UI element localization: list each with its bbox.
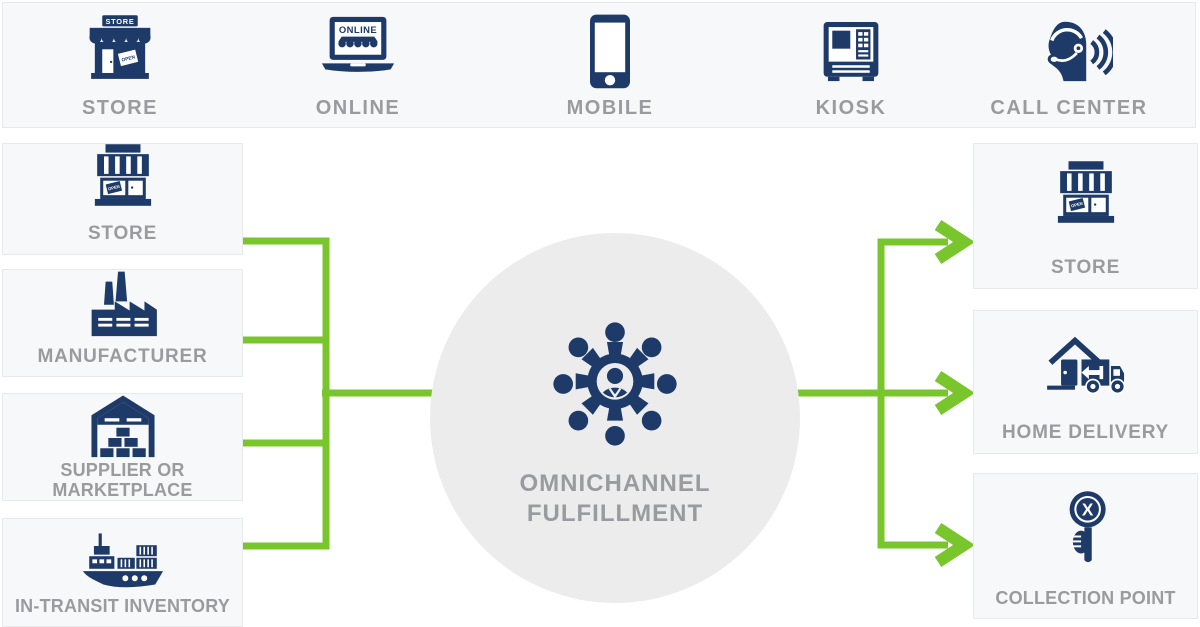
svg-text:OPEN: OPEN bbox=[107, 184, 120, 192]
channel-label: ONLINE bbox=[315, 97, 401, 119]
source-panel-store: OPEN STORE bbox=[2, 143, 243, 255]
source-label: SUPPLIER OR MARKETPLACE bbox=[52, 460, 193, 501]
channel-label: MOBILE bbox=[566, 97, 654, 119]
source-panel-intransit-inventory: IN-TRANSIT INVENTORY bbox=[2, 518, 243, 627]
storefront-awning-icon: STORE OPEN bbox=[83, 12, 157, 94]
factory-icon bbox=[3, 270, 242, 346]
arrow-head-home-delivery bbox=[934, 370, 975, 416]
channel-online: ONLINE ONLINE bbox=[258, 12, 458, 124]
arrow-head-store bbox=[934, 219, 975, 265]
warehouse-boxes-icon bbox=[3, 394, 242, 460]
kiosk-terminal-icon bbox=[815, 12, 887, 94]
source-label: IN-TRANSIT INVENTORY bbox=[14, 595, 230, 616]
hub-title-line2: FULFILLMENT bbox=[526, 500, 704, 527]
destination-label: HOME DELIVERY bbox=[1002, 421, 1169, 443]
channel-store: STORE OPEN STORE bbox=[20, 12, 220, 124]
destination-label: COLLECTION POINT bbox=[995, 587, 1176, 608]
svg-text:OPEN: OPEN bbox=[1070, 201, 1083, 209]
pickup-point-sign-icon: X bbox=[974, 474, 1197, 588]
hub-title-line1: OMNICHANNEL bbox=[519, 470, 711, 497]
svg-text:OPEN: OPEN bbox=[121, 54, 136, 63]
svg-text:ONLINE: ONLINE bbox=[339, 25, 377, 36]
smartphone-icon bbox=[581, 12, 639, 94]
shop-front-icon: OPEN bbox=[3, 144, 242, 223]
hub-title: OMNICHANNEL FULFILLMENT bbox=[520, 469, 711, 529]
channel-label: KIOSK bbox=[815, 97, 887, 119]
gear-person-network-icon bbox=[548, 317, 682, 451]
channel-call-center: CALL CENTER bbox=[969, 12, 1169, 124]
channel-label: STORE bbox=[81, 97, 159, 119]
destination-panel-collection-point: X COLLECTION POINT bbox=[973, 473, 1198, 619]
agent-headset-soundwaves-icon bbox=[1025, 12, 1113, 94]
source-panel-manufacturer: MANUFACTURER bbox=[2, 269, 243, 377]
destination-label: STORE bbox=[1050, 256, 1121, 278]
destination-panel-store: OPEN STORE bbox=[973, 143, 1198, 289]
omnichannel-hub: OMNICHANNEL FULFILLMENT bbox=[430, 233, 800, 603]
shop-front-icon: OPEN bbox=[974, 144, 1197, 257]
arrow-head-collection bbox=[934, 522, 975, 568]
source-label: MANUFACTURER bbox=[37, 346, 208, 367]
source-panel-supplier-marketplace: SUPPLIER OR MARKETPLACE bbox=[2, 393, 243, 501]
channel-label: CALL CENTER bbox=[990, 97, 1148, 119]
source-label: STORE bbox=[87, 222, 158, 244]
svg-text:X: X bbox=[1081, 499, 1093, 519]
container-ship-icon bbox=[3, 519, 242, 596]
svg-text:STORE: STORE bbox=[105, 17, 134, 26]
laptop-online-shop-icon: ONLINE bbox=[315, 12, 401, 94]
destination-panel-home-delivery: HOME DELIVERY bbox=[973, 310, 1198, 454]
channel-mobile: MOBILE bbox=[510, 12, 710, 124]
channel-kiosk: KIOSK bbox=[751, 12, 951, 124]
house-delivery-truck-icon bbox=[974, 311, 1197, 422]
